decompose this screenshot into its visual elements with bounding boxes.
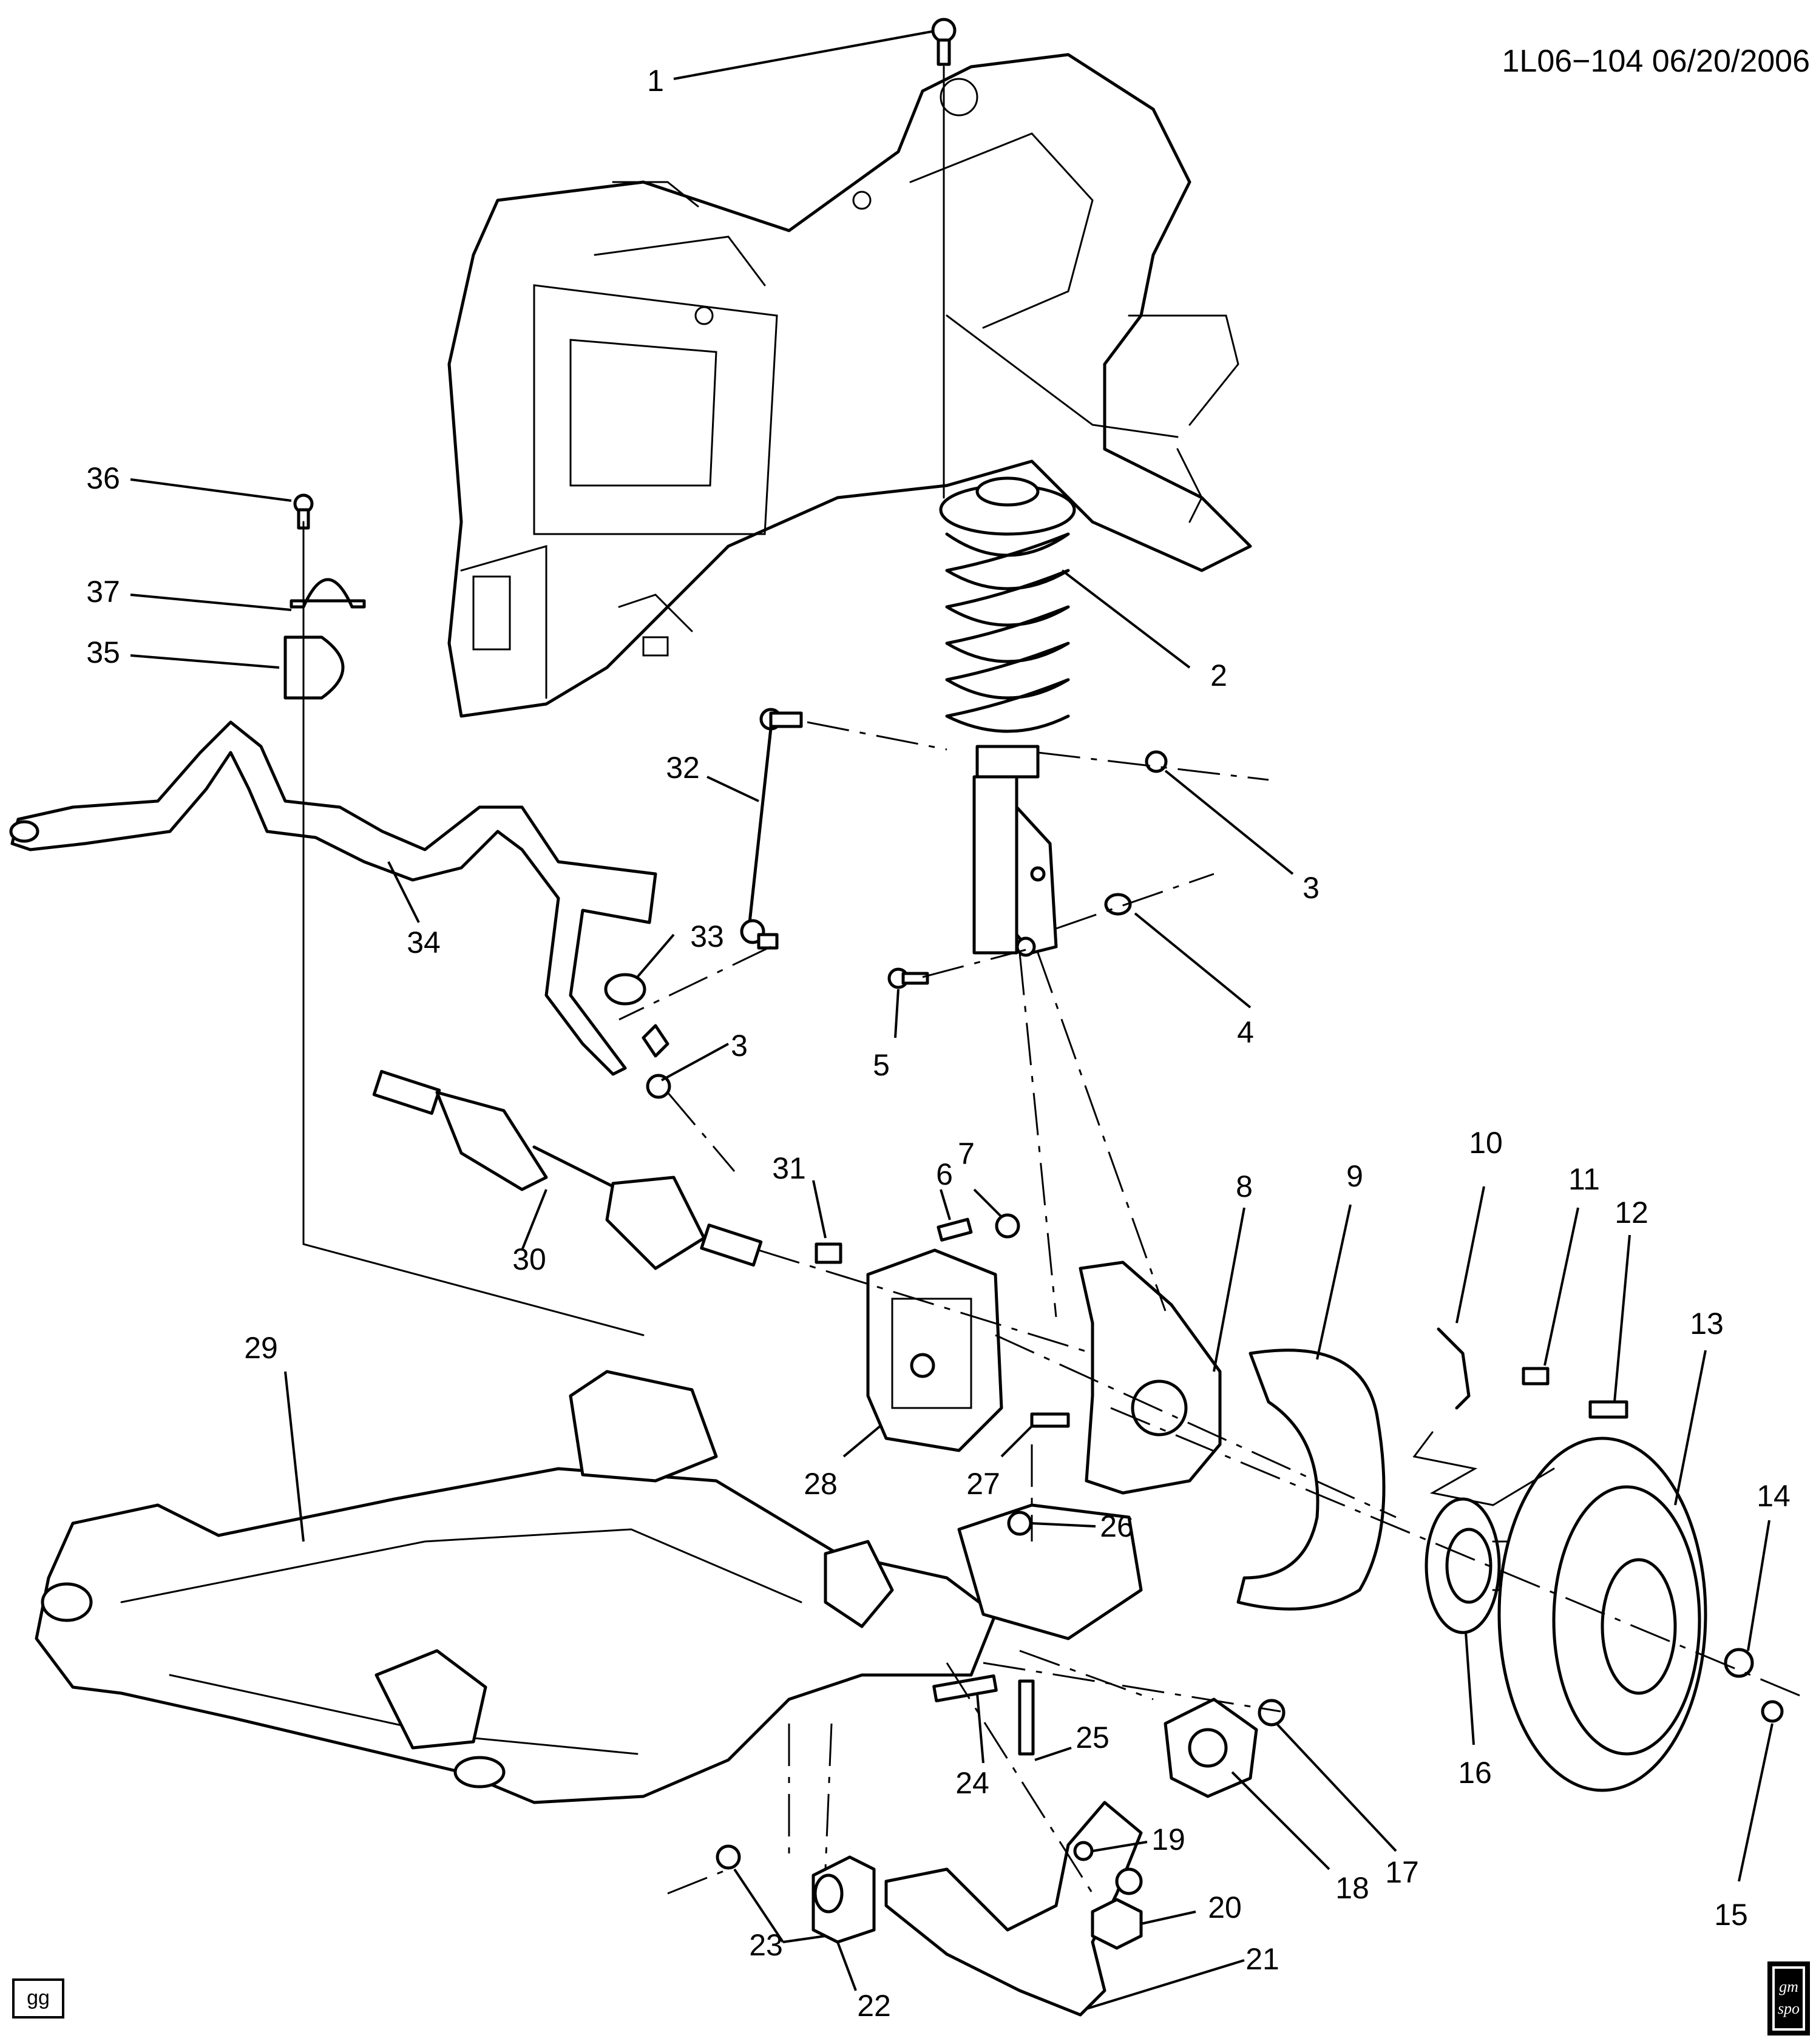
callout-14: 14 — [1757, 1479, 1791, 1513]
drive-shaft-drawing — [372, 1070, 763, 1270]
callout-25: 25 — [1076, 1721, 1110, 1755]
callout-16: 16 — [1458, 1756, 1492, 1790]
callout-35: 35 — [86, 635, 120, 669]
logo-text-top: gm — [1779, 1978, 1798, 1995]
wheel-hub-drawing — [1425, 1497, 1525, 1634]
logo-text-bottom: spo — [1778, 2000, 1800, 2017]
callout-10: 10 — [1469, 1126, 1503, 1160]
fasteners-drawing — [642, 18, 1784, 1870]
brake-rotor-drawing — [1497, 1437, 1707, 1792]
callout-22: 22 — [857, 1989, 891, 2023]
callout-24: 24 — [955, 1766, 989, 1800]
callout-32: 32 — [666, 751, 700, 785]
callout-3b: 3 — [731, 1029, 748, 1063]
stabilizer-link-drawing — [740, 708, 803, 950]
callout-1: 1 — [647, 64, 664, 98]
callout-leaders — [130, 30, 1774, 2010]
callout-numbers: 1 2 3 3 4 5 6 7 8 9 10 11 12 13 14 15 16… — [86, 64, 1791, 2023]
callout-26: 26 — [1100, 1509, 1134, 1543]
callout-17: 17 — [1385, 1855, 1419, 1889]
frame-cradle-drawing — [35, 1370, 1143, 1804]
stabilizer-bar-drawing — [9, 720, 657, 1076]
callout-34: 34 — [407, 926, 441, 959]
callout-5: 5 — [873, 1048, 890, 1082]
callout-23: 23 — [749, 1928, 783, 1962]
callout-21: 21 — [1245, 1942, 1279, 1976]
badge-label: gg — [27, 1986, 50, 2009]
callout-18: 18 — [1335, 1871, 1369, 1905]
alignment-lines — [302, 66, 1809, 1895]
splash-shield-drawing — [1236, 1349, 1386, 1611]
callout-28: 28 — [804, 1467, 838, 1501]
callout-27: 27 — [966, 1467, 1000, 1501]
ball-joint-drawing — [1091, 1867, 1143, 1950]
body-structure-drawing — [447, 53, 1252, 718]
callout-31: 31 — [772, 1151, 806, 1185]
brake-caliper-drawing — [866, 1248, 1003, 1452]
callout-9: 9 — [1346, 1159, 1363, 1193]
callout-12: 12 — [1614, 1196, 1648, 1230]
callout-2: 2 — [1210, 658, 1227, 692]
illustrator-badge: gg — [12, 1978, 64, 2019]
callout-33: 33 — [690, 919, 724, 953]
strut-assembly-drawing — [939, 476, 1076, 957]
gm-spo-logo: gm spo — [1767, 1961, 1810, 2036]
callout-37: 37 — [86, 575, 120, 609]
callout-30: 30 — [512, 1242, 546, 1276]
callout-36: 36 — [86, 461, 120, 495]
callout-29: 29 — [244, 1331, 278, 1365]
steering-knuckle-drawing — [1079, 1261, 1222, 1495]
stabilizer-clamp-group-drawing — [283, 493, 366, 700]
callout-7: 7 — [958, 1137, 975, 1171]
diagram-code-date: 1L06−104 06/20/2006 — [1502, 44, 1810, 79]
callout-11: 11 — [1568, 1162, 1600, 1196]
callout-3: 3 — [1303, 871, 1320, 905]
callout-20: 20 — [1208, 1890, 1242, 1924]
bushings-drawing — [811, 1697, 1258, 1944]
callout-19: 19 — [1151, 1822, 1185, 1856]
callout-13: 13 — [1690, 1307, 1724, 1341]
callout-8: 8 — [1236, 1169, 1253, 1203]
callout-4: 4 — [1237, 1015, 1254, 1049]
callout-15: 15 — [1714, 1898, 1748, 1932]
callout-6: 6 — [936, 1157, 953, 1191]
